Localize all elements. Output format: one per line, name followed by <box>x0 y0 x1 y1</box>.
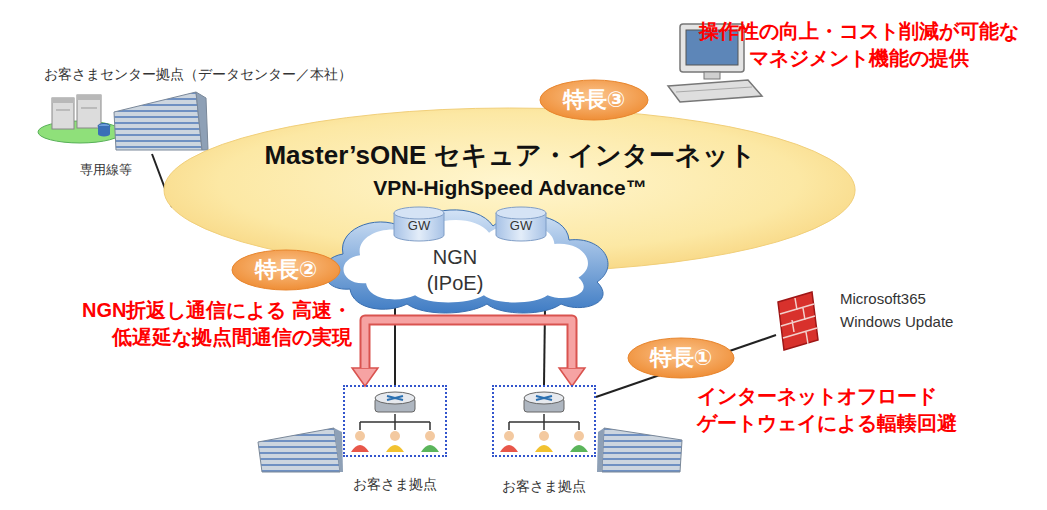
lan-icon <box>500 392 588 452</box>
building-icon <box>258 428 343 472</box>
gateway-cylinder: GW <box>495 206 547 242</box>
building-icon <box>597 428 682 472</box>
node-text: お客さまセンター拠点（データセンター／本社） <box>44 66 352 84</box>
node-text: お客さま拠点 <box>353 475 437 493</box>
feature-note: インターネットオフロード ゲートウェイによる輻輳回避 <box>697 383 987 437</box>
feature-note: NGN折返し通信による 高速・低遅延な拠点間通信の実現 <box>30 297 352 351</box>
datacenter-icon <box>38 92 208 150</box>
node-text: GW <box>510 218 532 234</box>
node-text: VPN-HighSpeed Advance™ <box>373 176 646 200</box>
node-text: GW <box>408 218 430 234</box>
node-text: Master’sONE セキュア・インターネット <box>264 140 755 170</box>
gateway-cylinder: GW <box>393 206 445 242</box>
node-text: NGN (IPoE) <box>419 244 491 296</box>
cloud-service: Microsoft365 Windows Update <box>776 285 991 349</box>
line-label: 専用線等 <box>78 161 134 179</box>
customer-site: お客さま拠点 <box>343 385 447 457</box>
node-text: お客さま拠点 <box>502 477 586 495</box>
loopback-arrow <box>365 320 572 368</box>
customer-site: お客さま拠点 <box>492 385 596 457</box>
feature-note: 操作性の向上・コスト削減が可能な マネジメント機能の提供 <box>686 18 1031 72</box>
node-text: Microsoft365 Windows Update <box>840 287 990 333</box>
node-text: 特長② <box>255 250 318 290</box>
feature-badge: 特長② <box>232 250 340 290</box>
connector-fill <box>365 320 572 368</box>
feature-badge: 特長③ <box>540 80 648 120</box>
node-text: 特長① <box>650 338 713 378</box>
network-cloud: NGN (IPoE) GW GW <box>305 204 625 316</box>
lan-icon <box>351 392 439 452</box>
connector-path <box>365 320 572 368</box>
feature-badge: 特長① <box>628 338 734 378</box>
node-text: 特長③ <box>563 80 626 120</box>
firewall-icon <box>778 292 818 350</box>
